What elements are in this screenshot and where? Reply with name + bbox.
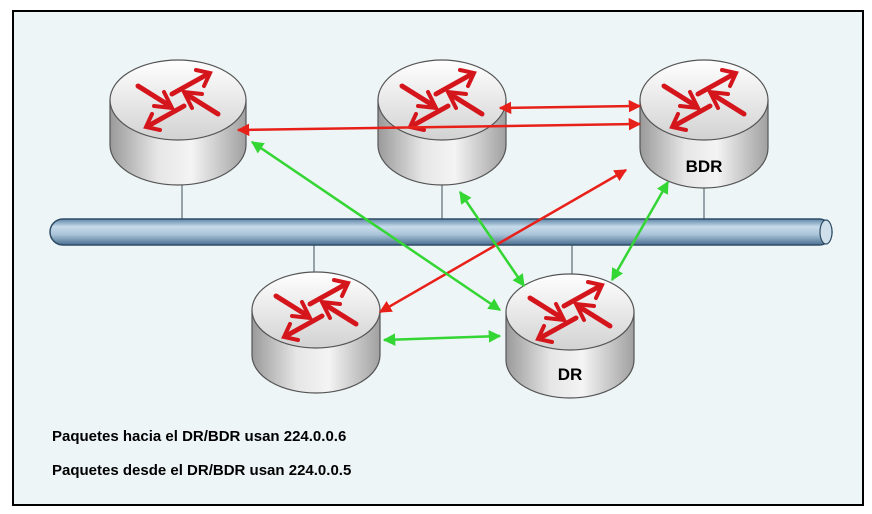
green-arrows: [250, 140, 670, 346]
router-label-bdr: BDR: [686, 157, 723, 176]
router-top-left: [109, 59, 247, 186]
green-arrow-bottomleft-dr: [382, 330, 502, 346]
router-top-right-bdr: BDR: [639, 59, 769, 189]
red-arrow-topleft-bdr: [236, 117, 642, 137]
router-bottom-left: [251, 271, 381, 394]
red-arrow-topcenter-bdr: [498, 99, 642, 115]
green-arrow-bdr-dr: [610, 180, 670, 282]
green-arrow-topcenter-dr: [458, 190, 526, 288]
router-arrows-icon: [399, 68, 485, 132]
router-bottom-center-dr: DR: [505, 273, 635, 399]
router-arrows-icon: [135, 68, 221, 132]
router-label-dr: DR: [558, 365, 583, 384]
caption-to-dr-bdr: Paquetes hacia el DR/BDR usan 224.0.0.6: [52, 428, 347, 445]
router-arrows-icon: [661, 68, 747, 132]
ethernet-bus: [49, 218, 833, 246]
router-top-center: [377, 59, 507, 186]
green-arrow-topleft-dr: [250, 140, 502, 312]
caption-from-dr-bdr: Paquetes desde el DR/BDR usan 224.0.0.5: [52, 462, 352, 479]
